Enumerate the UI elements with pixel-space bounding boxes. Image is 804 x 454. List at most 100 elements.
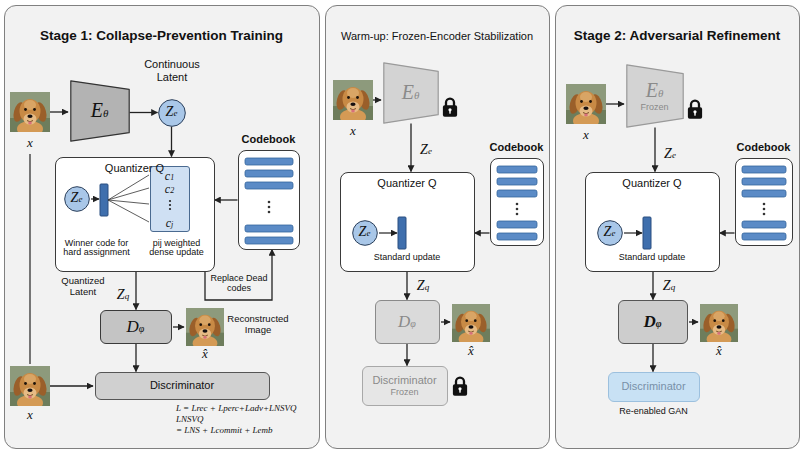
node-text: Codebook <box>726 141 802 154</box>
node-text: Ze <box>359 224 371 240</box>
annotation-label: LNSVQ <box>176 414 318 425</box>
input-line <box>29 154 30 364</box>
node-text: Dφ <box>643 312 661 332</box>
latent-circle: Ze <box>597 220 623 246</box>
input-arrow <box>373 99 381 100</box>
node-text: Quantizer Q <box>586 177 719 190</box>
node-text: pij weighted dense update <box>140 239 214 259</box>
panel-fill <box>555 5 800 449</box>
dense-update-line <box>108 175 149 200</box>
codebook-box: Codebook <box>238 150 300 250</box>
node-text: Winner code for hard assignment <box>58 239 136 259</box>
input-arrow <box>50 385 93 386</box>
node-text: Eθ <box>402 81 420 104</box>
node-text: c1 <box>151 170 189 184</box>
encoder-block: Eθ <box>70 80 130 142</box>
node-text: Frozen <box>640 102 668 112</box>
connector-arrow <box>171 127 172 157</box>
assign-arrow <box>91 198 99 199</box>
edge-label: Replace Dead codes <box>208 274 270 294</box>
stage-panel: Stage 2: Adversarial RefinementEθFrozenQ… <box>555 5 800 449</box>
annotation-label: x <box>10 136 50 151</box>
node-text: Ze <box>166 104 178 120</box>
annotation-label: = LNS + Lcommit + Lemb <box>176 425 318 436</box>
dog-image <box>333 80 373 125</box>
dense-update-line <box>108 188 149 200</box>
decoder-block: Dφ <box>100 310 172 344</box>
decoder-block: Dφ <box>375 300 440 344</box>
annotation-label: x̂ <box>700 344 738 359</box>
edge-label: Ze <box>659 146 681 162</box>
annotation-label: Reconstructed Image <box>222 314 294 336</box>
discriminator-box: DiscriminatorRe-enabled GAN <box>608 372 700 402</box>
dog-image <box>10 366 50 411</box>
latent-circle: Ze <box>158 99 186 127</box>
output-arrow <box>689 321 698 322</box>
dense-update-line <box>108 200 149 222</box>
node-text: Stage 1: Collapse-Prevention Training <box>5 28 318 44</box>
connector-arrow <box>652 344 653 372</box>
panel-fill <box>4 5 320 449</box>
node-text: Quantizer Q <box>56 162 214 175</box>
connector-arrow <box>720 232 735 233</box>
node-text: Frozen <box>390 387 418 397</box>
annotation-label: x <box>566 128 606 143</box>
winner-code-bar <box>100 184 108 216</box>
annotation-label: x <box>10 408 50 423</box>
connector-arrow <box>135 344 136 372</box>
codebook-entries <box>736 159 792 245</box>
winner-code-bar <box>398 217 406 249</box>
connector-arrow <box>475 232 490 233</box>
input-arrow <box>50 111 68 112</box>
node-text: Dφ <box>398 312 416 332</box>
assign-arrow <box>624 232 642 233</box>
node-text: Eθ <box>646 79 664 102</box>
dog-image <box>566 84 606 129</box>
node-text: Eθ <box>91 99 109 122</box>
assign-arrow <box>379 232 397 233</box>
dog-image <box>10 92 50 137</box>
annotation-label: L = Lrec + Lperc+Ladv+LNSVQ <box>176 403 318 414</box>
connector-arrow <box>406 344 407 366</box>
edge-label: Ze <box>415 142 437 158</box>
node-text: Dφ <box>127 317 145 337</box>
edge-label: Zq <box>658 278 680 294</box>
connector-arrow <box>410 124 411 172</box>
dog-image <box>452 304 490 347</box>
code-list: c1c2 cj <box>150 166 190 232</box>
node-text: c2 <box>151 183 189 197</box>
node-text: Warm-up: Frozen-Encoder Stabilization <box>326 30 548 43</box>
node-text: Stage 2: Adversarial Refinement <box>556 28 798 44</box>
lock-icon <box>453 378 467 396</box>
quantizer-box: Quantizer QStandard updateZe <box>340 172 475 272</box>
connector-arrow <box>406 272 407 300</box>
node-text: Discriminator <box>609 380 699 393</box>
codebook-entries <box>491 159 543 245</box>
quantizer-box: Quantizer Q Standard update Ze <box>585 172 720 272</box>
quantizer-box: Quantizer Q Winner code for hard assignme… <box>55 157 215 272</box>
discriminator-box: DiscriminatorFrozen <box>362 366 448 406</box>
stage-panel: Warm-up: Frozen-Encoder StabilizationEθQ… <box>325 5 550 449</box>
codebook-box: Codebook <box>735 158 793 246</box>
node-text: Standard update <box>586 253 719 263</box>
node-text: Codebook <box>229 133 309 146</box>
latent-circle: Ze <box>64 186 90 212</box>
output-arrow <box>173 326 184 327</box>
annotation-label: x̂ <box>186 347 224 362</box>
node-text: Codebook <box>481 141 553 154</box>
edge-label: Zq <box>112 287 134 303</box>
decoder-block: Dφ <box>618 300 688 344</box>
annotation-label: x̂ <box>452 344 490 359</box>
output-arrow <box>441 321 450 322</box>
encoder-block: Eθ <box>383 62 439 124</box>
node-text: Re-enabled GAN <box>599 407 709 417</box>
discriminator-box: Discriminator <box>95 372 270 400</box>
annotation-label: x <box>333 124 373 139</box>
encoder-block: EθFrozen <box>626 64 684 128</box>
connector-arrow <box>130 112 158 113</box>
node-text: cj <box>151 217 189 231</box>
annotation-label: Quantized Latent <box>56 276 110 298</box>
lock-icon <box>443 99 457 117</box>
dog-image <box>700 304 738 347</box>
node-text: Quantizer Q <box>341 177 474 190</box>
